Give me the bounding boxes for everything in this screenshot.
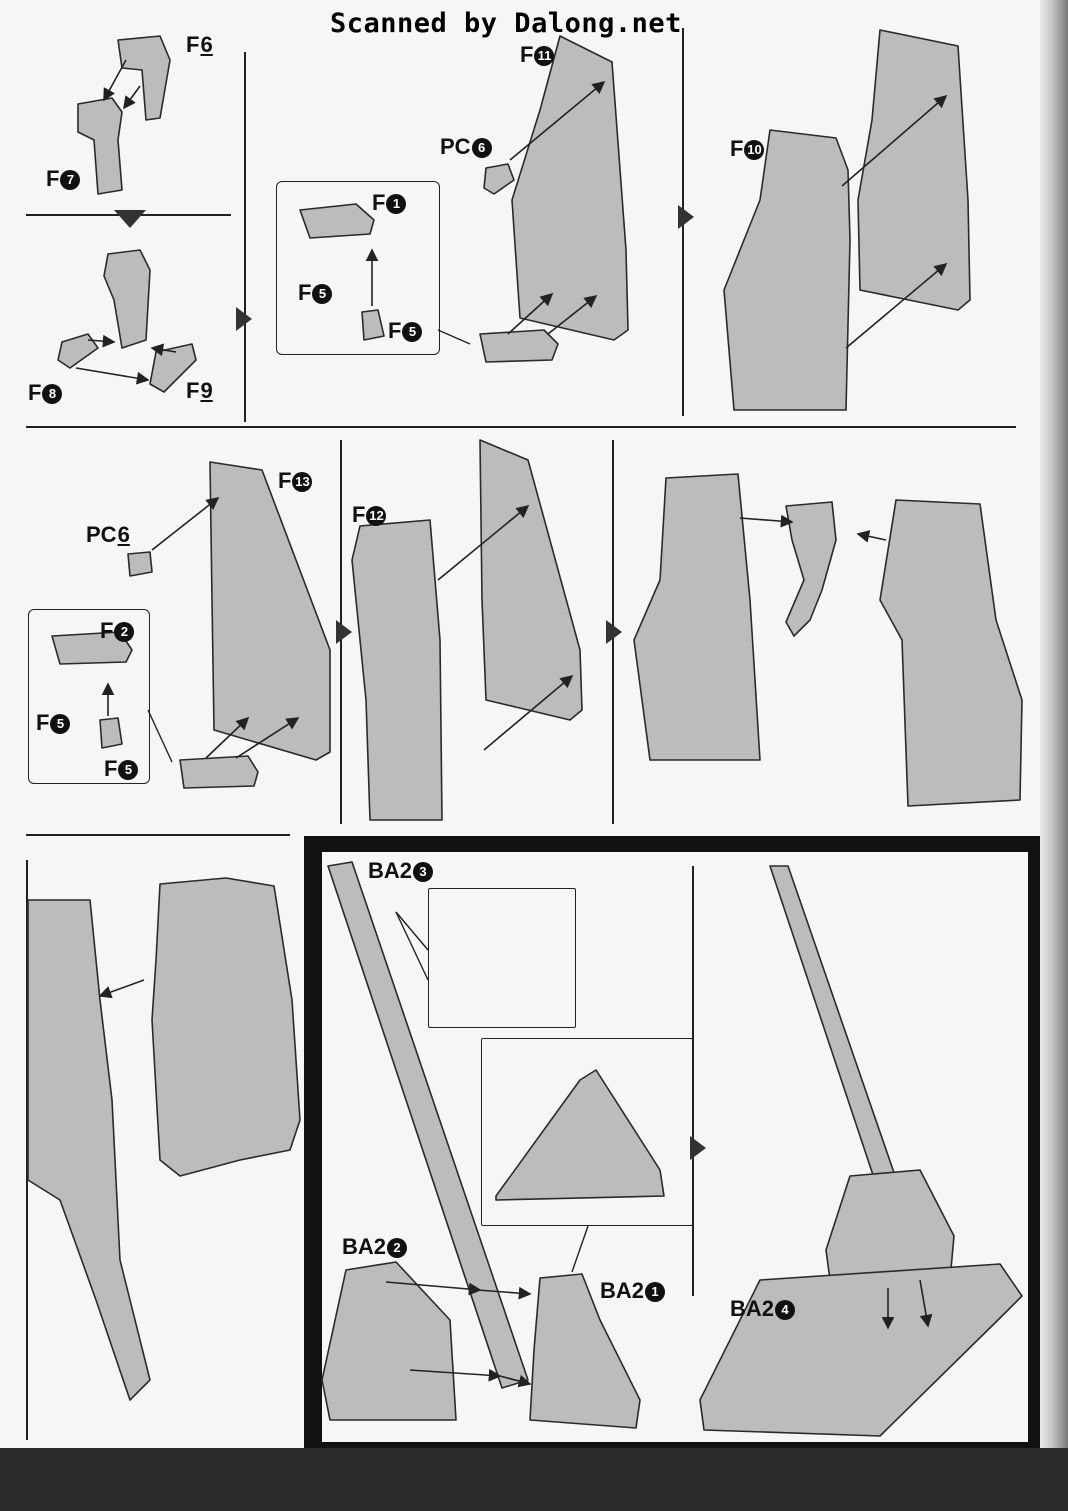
step-arrow-icon bbox=[606, 620, 622, 644]
detail-box-f2 bbox=[28, 609, 150, 784]
detail-box-ba2-1 bbox=[481, 1038, 693, 1226]
divider bbox=[26, 834, 290, 836]
part-label-f9: F9 bbox=[186, 378, 213, 403]
divider bbox=[26, 426, 1016, 428]
down-arrow-icon bbox=[114, 210, 146, 228]
divider bbox=[244, 52, 246, 422]
step-arrow-icon bbox=[336, 620, 352, 644]
part-label-pc6: PC6 bbox=[86, 522, 130, 547]
watermark: Scanned by Dalong.net bbox=[330, 8, 682, 39]
scan-edge bbox=[1040, 0, 1068, 1511]
part-label-f6: F6 bbox=[186, 32, 213, 57]
step-arrow-icon bbox=[678, 205, 694, 229]
detail-box-f1 bbox=[276, 181, 440, 355]
step-arrow-icon bbox=[690, 1136, 706, 1160]
step-arrow-icon bbox=[236, 307, 252, 331]
scan-bottom-edge bbox=[0, 1448, 1068, 1511]
divider bbox=[26, 860, 28, 1440]
detail-box-ba2-3 bbox=[428, 888, 576, 1028]
